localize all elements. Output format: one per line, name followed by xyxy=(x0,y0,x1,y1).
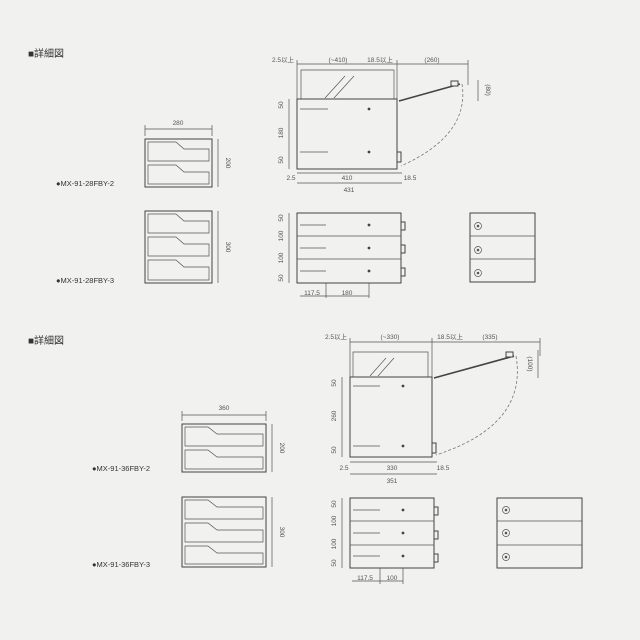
door-view-3tier xyxy=(496,497,583,569)
side-view-open: 2.5以上 (~330) 18.5以上 (335) (100) xyxy=(325,332,541,485)
dim-bottom-mid: 410 xyxy=(342,175,353,182)
section-36fby: ■詳細図 360 200 ●MX-91-36FBY-2 300 ●MX-91-3… xyxy=(28,332,583,584)
dim-bottom-x2: 100 xyxy=(387,575,398,582)
dim-mid: 260 xyxy=(331,410,338,421)
front-width-label: 280 xyxy=(173,120,184,127)
dim-open-width: (260) xyxy=(424,57,439,64)
dim-open-width: (335) xyxy=(482,334,497,341)
front-view-3tier: 300 ●MX-91-36FBY-3 xyxy=(92,496,285,569)
model-label: ●MX-91-36FBY-2 xyxy=(92,464,150,473)
dim-gap-top: 50 xyxy=(331,379,338,387)
height-2-label: 200 xyxy=(278,443,285,454)
dim-row: 50 xyxy=(278,214,285,222)
dim-bottom-x1: 117.5 xyxy=(304,290,320,297)
height-2-label: 200 xyxy=(224,158,231,169)
dim-row: 100 xyxy=(331,538,338,549)
dim-top-right: 18.5以上 xyxy=(367,55,393,64)
dim-top-left: 2.5以上 xyxy=(325,332,348,341)
height-3-label: 300 xyxy=(278,527,285,538)
model-label: ●MX-91-28FBY-3 xyxy=(56,276,114,285)
dim-row: 100 xyxy=(278,230,285,241)
dim-mid: 180 xyxy=(278,127,285,138)
dim-bottom-x2: 180 xyxy=(342,290,353,297)
model-label: ●MX-91-28FBY-2 xyxy=(56,179,114,188)
dim-overall: 351 xyxy=(387,478,398,485)
dim-top-mid: (~410) xyxy=(329,57,348,64)
dim-bottom-right: 18.5 xyxy=(437,465,450,472)
dim-overall: 431 xyxy=(344,187,355,194)
dim-bottom-right: 18.5 xyxy=(404,175,417,182)
dim-row: 100 xyxy=(278,252,285,263)
front-view-2tier: 360 200 ●MX-91-36FBY-2 xyxy=(92,405,285,473)
height-3-label: 300 xyxy=(224,242,231,253)
dim-bottom-left: 2.5 xyxy=(286,175,295,182)
dim-top-left: 2.5以上 xyxy=(272,55,295,64)
dim-top-right: 18.5以上 xyxy=(437,332,463,341)
dim-gap-bottom: 50 xyxy=(331,446,338,454)
door-view-3tier xyxy=(469,212,536,283)
lock-icon xyxy=(502,506,510,514)
front-view-2tier: 280 200 ●MX-91-28FBY-2 xyxy=(56,120,231,188)
side-view-3tier: 50 100 100 50 117.5 180 xyxy=(278,212,406,298)
dim-row: 50 xyxy=(331,559,338,567)
dim-bottom-mid: 330 xyxy=(387,465,398,472)
dim-row: 100 xyxy=(331,515,338,526)
dim-gap-top: 50 xyxy=(278,101,285,109)
side-view-open: 2.5以上 (~410) 18.5以上 (260) (80) xyxy=(272,55,491,194)
dim-row: 50 xyxy=(331,500,338,508)
section-heading: ■詳細図 xyxy=(28,334,64,347)
front-width-label: 360 xyxy=(219,405,230,412)
lock-icon xyxy=(474,246,482,254)
front-view-3tier: 300 ●MX-91-28FBY-3 xyxy=(56,210,231,285)
dim-bottom-left: 2.5 xyxy=(339,465,348,472)
dim-open-height: (80) xyxy=(484,84,491,96)
lock-icon xyxy=(474,269,482,277)
dim-gap-bottom: 50 xyxy=(278,156,285,164)
lock-icon xyxy=(502,529,510,537)
model-label: ●MX-91-36FBY-3 xyxy=(92,560,150,569)
side-view-3tier: 50 100 100 50 117.5 100 xyxy=(331,497,439,584)
dim-row: 50 xyxy=(278,274,285,282)
dim-open-height: (100) xyxy=(526,356,533,371)
lock-icon xyxy=(502,553,510,561)
dim-bottom-x1: 117.5 xyxy=(357,575,373,582)
dim-top-mid: (~330) xyxy=(381,334,400,341)
section-28fby: ■詳細図 280 200 ●MX-91-28FBY-2 300 ●MX-91-2… xyxy=(28,47,536,298)
section-heading: ■詳細図 xyxy=(28,47,64,60)
lock-icon xyxy=(474,222,482,230)
